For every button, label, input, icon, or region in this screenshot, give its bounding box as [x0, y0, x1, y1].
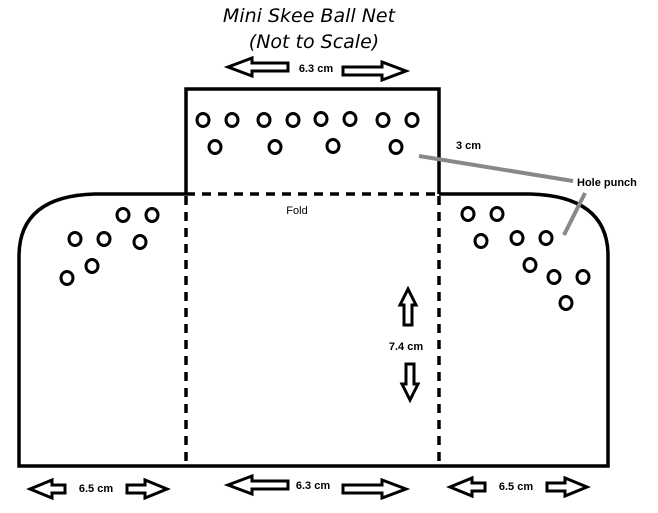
- left-side-holes: [59, 207, 160, 286]
- hole-punch-label: Hole punch: [577, 177, 637, 189]
- hole: [67, 231, 83, 247]
- top-width-label: 6.3 cm: [299, 63, 333, 75]
- hole: [342, 111, 358, 127]
- bottom-center-label: 6.3 cm: [296, 480, 330, 492]
- hole: [224, 112, 240, 128]
- bottom-left-arrow: [26, 477, 171, 501]
- right-side-holes: [460, 206, 591, 311]
- hole: [404, 112, 420, 128]
- bottom-right-label: 6.5 cm: [499, 481, 533, 493]
- center-height-label: 7.4 cm: [389, 341, 423, 353]
- top-height-label: 3 cm: [456, 140, 481, 152]
- hole: [558, 295, 574, 311]
- hole: [144, 207, 160, 223]
- hole: [285, 112, 301, 128]
- hole: [256, 112, 272, 128]
- diagram-title: Mini Skee Ball Net: [223, 5, 397, 27]
- hole: [325, 138, 341, 154]
- hole: [522, 257, 538, 273]
- top-flap-outline: [184, 87, 441, 194]
- hole: [195, 112, 211, 128]
- hole: [375, 112, 391, 128]
- diagram-subtitle: (Not to Scale): [249, 31, 379, 53]
- bottom-left-label: 6.5 cm: [79, 483, 113, 495]
- hole: [96, 231, 112, 247]
- hole: [59, 270, 75, 286]
- hole: [473, 233, 489, 249]
- top-height-pointer: [418, 154, 574, 183]
- top-flap-holes: [195, 111, 420, 155]
- hole: [489, 206, 505, 222]
- hole: [509, 230, 525, 246]
- hole: [388, 139, 404, 155]
- base-outline: [17, 192, 610, 468]
- center-height-arrows: [397, 285, 421, 404]
- hole: [132, 234, 148, 250]
- hole: [84, 258, 100, 274]
- bottom-right-arrow: [446, 475, 591, 499]
- top-width-arrow: [223, 55, 411, 83]
- hole: [267, 139, 283, 155]
- fold-label: Fold: [286, 205, 307, 217]
- hole: [207, 139, 223, 155]
- hole-punch-pointer: [562, 192, 587, 236]
- bottom-center-arrow: [223, 473, 411, 501]
- hole: [538, 230, 554, 246]
- hole: [575, 269, 591, 285]
- hole: [460, 206, 476, 222]
- hole: [115, 207, 131, 223]
- hole: [313, 111, 329, 127]
- hole: [546, 269, 562, 285]
